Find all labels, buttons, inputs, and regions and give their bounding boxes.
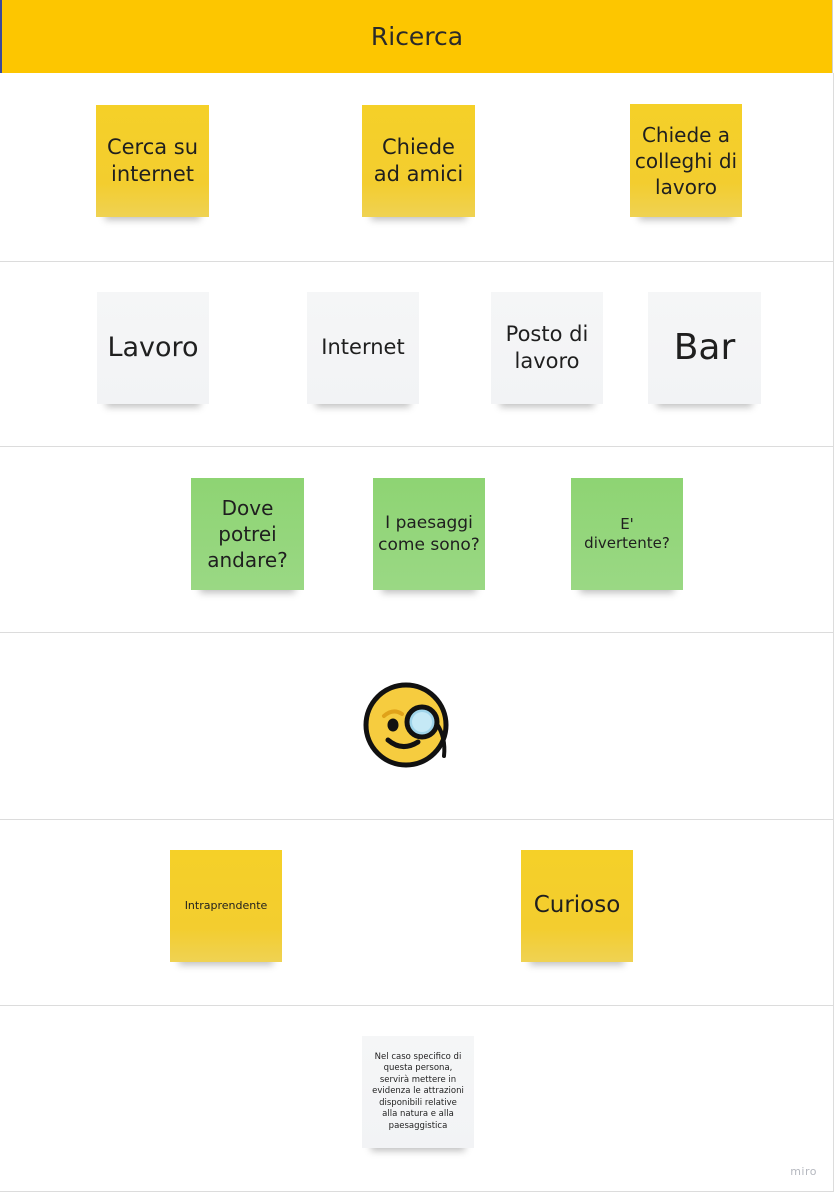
- sticky-note-text: E' divertente?: [584, 514, 670, 553]
- sticky-note-action[interactable]: Chiede ad amici: [362, 105, 475, 217]
- sticky-note-action[interactable]: Cerca su internet: [96, 105, 209, 217]
- sticky-note-place[interactable]: Posto di lavoro: [491, 292, 603, 404]
- row-traits: [0, 820, 834, 1006]
- sticky-note-question[interactable]: I paesaggi come sono?: [373, 478, 485, 590]
- board-header: Ricerca: [0, 0, 833, 73]
- sticky-note-text: Posto di lavoro: [505, 321, 589, 373]
- sticky-note-text: Chiede a colleghi di lavoro: [634, 122, 738, 199]
- row-note: [0, 1006, 834, 1192]
- face-with-monocle-icon: [363, 682, 449, 768]
- sticky-note-question[interactable]: Dove potrei andare?: [191, 478, 304, 590]
- board-title: Ricerca: [370, 22, 464, 51]
- miro-watermark: miro: [790, 1165, 817, 1178]
- sticky-note-text: Internet: [321, 335, 405, 360]
- row-actions: [0, 73, 834, 262]
- sticky-note-trait[interactable]: Intraprendente: [170, 850, 282, 962]
- sticky-note-text: Bar: [673, 326, 736, 368]
- row-emotion: [0, 633, 834, 820]
- sticky-note-text: Intraprendente: [184, 898, 268, 912]
- row-questions: [0, 447, 834, 633]
- sticky-note-comment[interactable]: Nel caso specifico di questa persona, se…: [362, 1036, 474, 1148]
- sticky-note-action[interactable]: Chiede a colleghi di lavoro: [630, 104, 742, 217]
- sticky-note-place[interactable]: Bar: [648, 292, 761, 404]
- sticky-note-text: Chiede ad amici: [373, 134, 464, 186]
- sticky-note-trait[interactable]: Curioso: [521, 850, 633, 962]
- sticky-note-text: Nel caso specifico di questa persona, se…: [372, 1051, 464, 1131]
- sticky-note-question[interactable]: E' divertente?: [571, 478, 683, 590]
- sticky-note-text: Dove potrei andare?: [207, 496, 288, 572]
- sticky-note-place[interactable]: Lavoro: [97, 292, 209, 404]
- sticky-note-text: I paesaggi come sono?: [378, 512, 480, 555]
- sticky-note-place[interactable]: Internet: [307, 292, 419, 404]
- row-places: [0, 262, 834, 447]
- sticky-note-text: Lavoro: [107, 332, 199, 364]
- sticky-note-text: Curioso: [533, 892, 621, 919]
- sticky-note-text: Cerca su internet: [106, 134, 199, 186]
